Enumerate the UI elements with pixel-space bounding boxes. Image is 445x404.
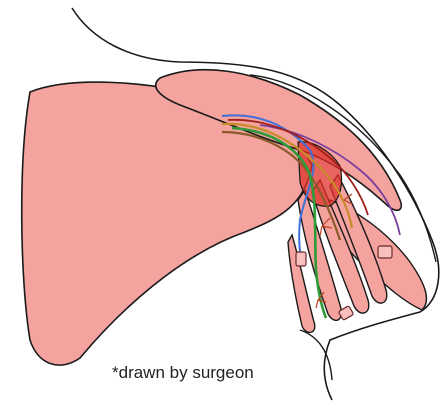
clip-marker-2 — [378, 246, 392, 258]
clip-marker-1 — [296, 252, 306, 266]
lower-contour — [300, 330, 332, 380]
caption-text: *drawn by surgeon — [112, 363, 254, 383]
